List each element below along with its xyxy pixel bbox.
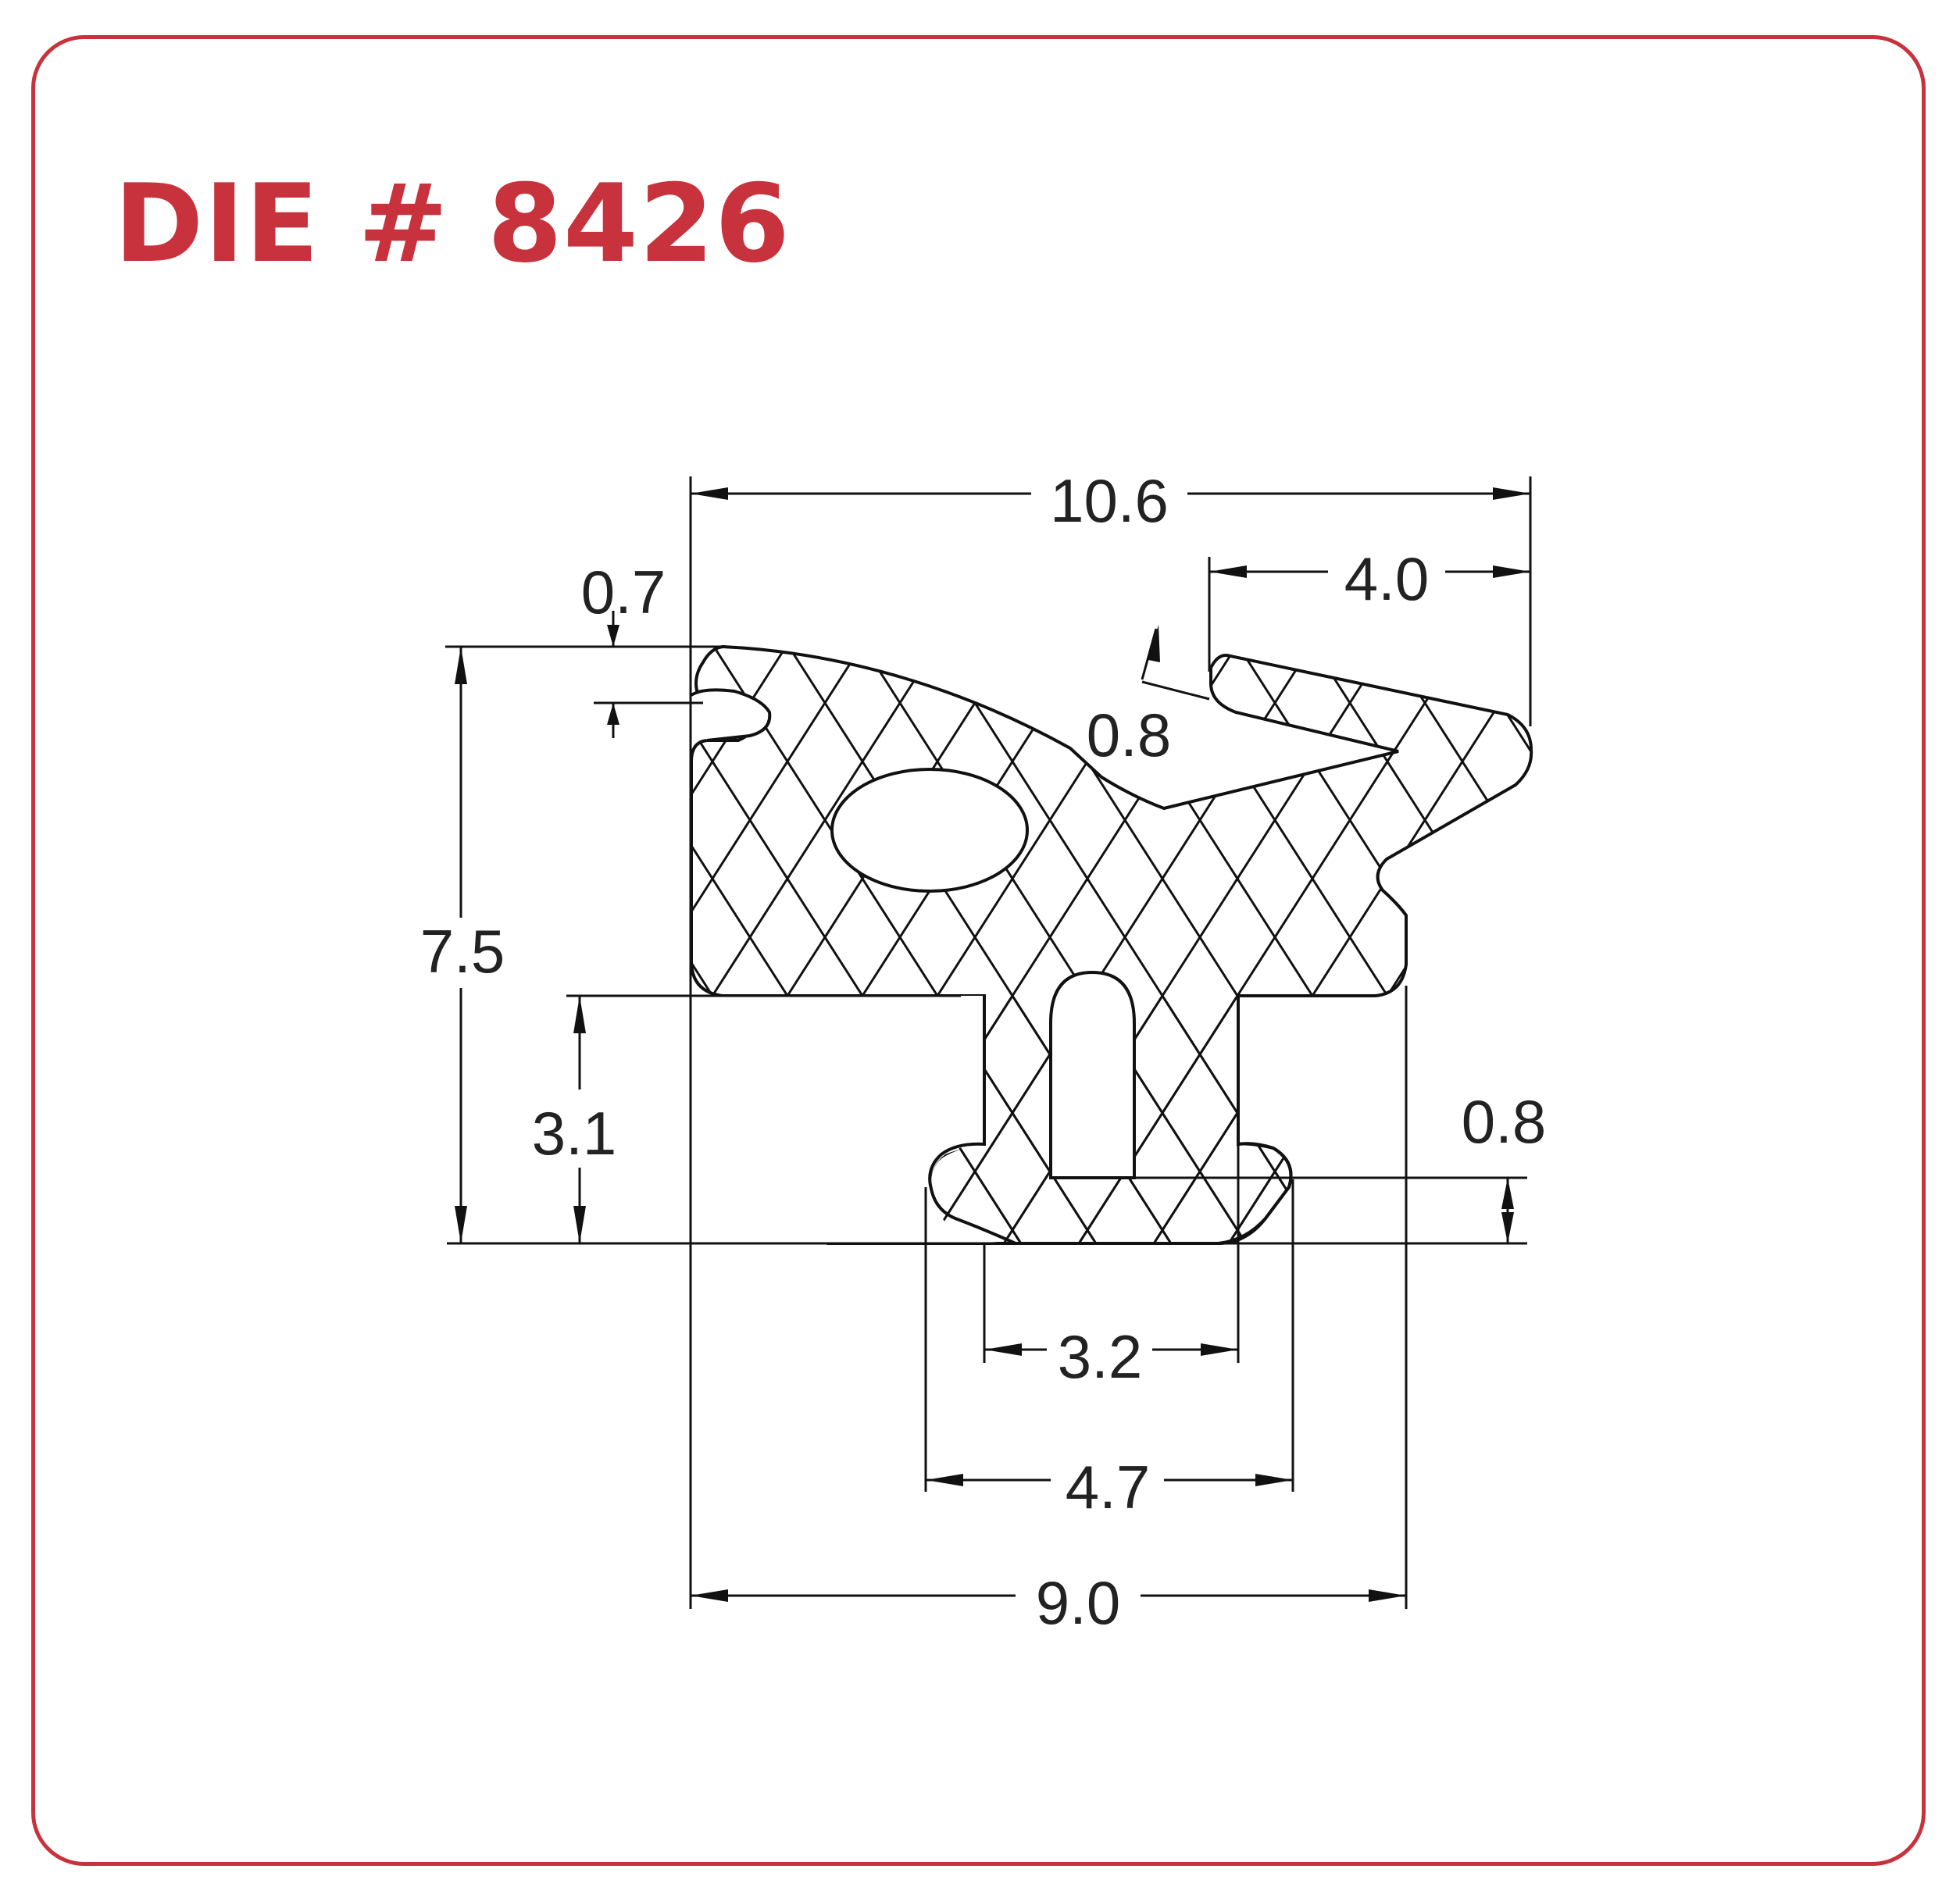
dimension-lines [445,476,1532,1609]
dim-label-stem-width: 3.2 [1058,1322,1142,1391]
dim-label-foot-width: 4.7 [1066,1453,1150,1521]
dim-label-lip-thickness: 0.8 [1087,701,1171,769]
profile-foot-outline [928,996,1293,1245]
dim-label-stem-height: 3.1 [532,1099,616,1168]
dim-label-lip-width: 4.0 [1344,544,1429,613]
die-title: DIE # 8426 [114,161,791,287]
top-left-notch [690,688,772,742]
dim-label-overall-height: 7.5 [420,917,505,986]
dim-label-overall-width: 10.6 [1050,466,1169,535]
dim-label-foot-thickness: 0.8 [1462,1087,1546,1156]
dim-label-top-notch: 0.7 [581,558,666,626]
stem-cavity [1049,970,1136,1179]
oval-cavity [830,768,1029,893]
dim-label-base-width: 9.0 [1036,1568,1120,1637]
dimension-arrowheads [455,487,1530,1602]
